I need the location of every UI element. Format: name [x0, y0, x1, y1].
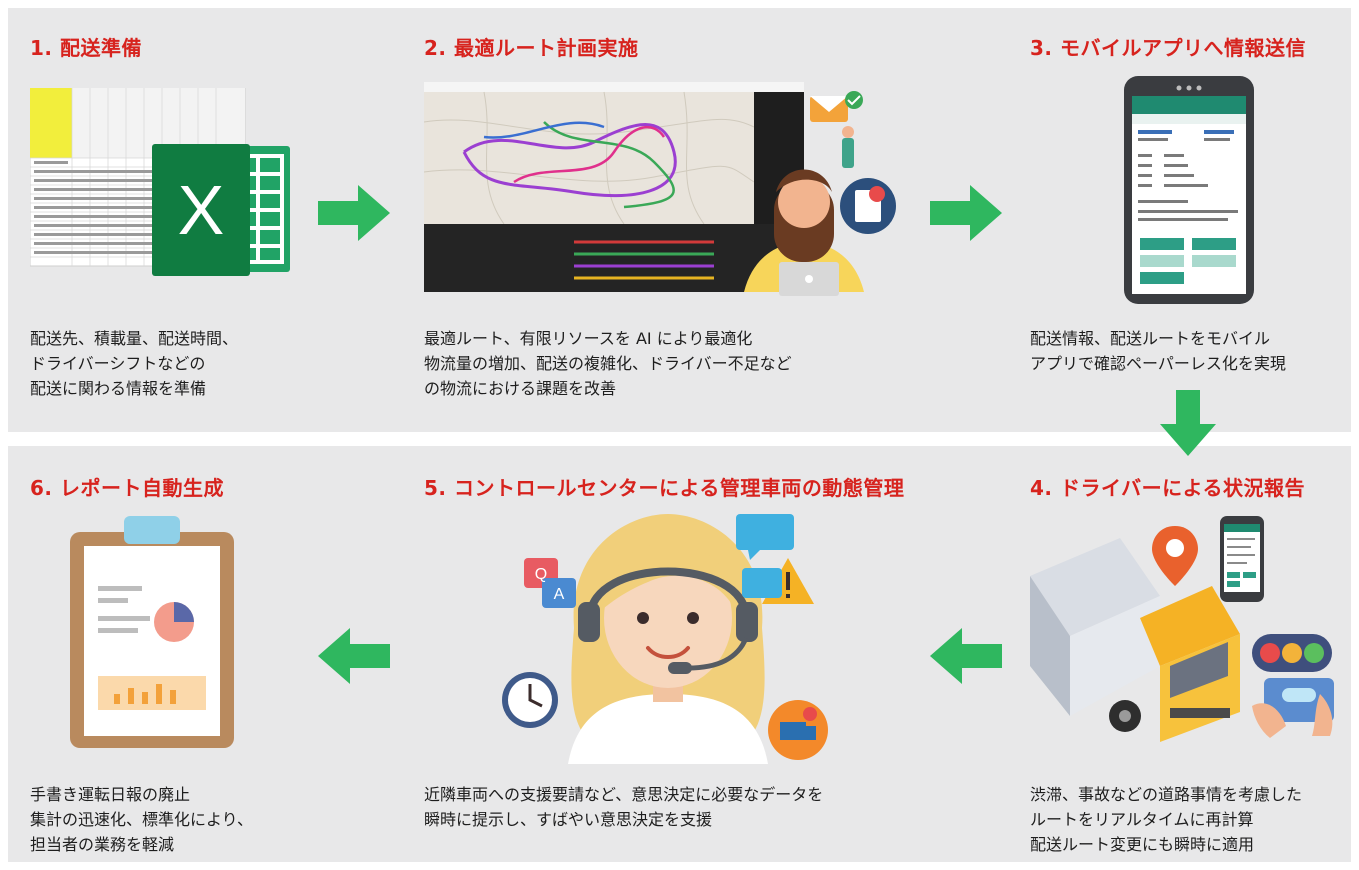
delivery-truck-icon	[1030, 516, 1334, 742]
step-2-line: 物流量の増加、配送の複雑化、ドライバー不足など	[424, 354, 792, 373]
step-3-line: アプリで確認ペーパーレス化を実現	[1030, 354, 1286, 373]
step-4-line: 配送ルート変更にも瞬時に適用	[1030, 835, 1255, 854]
step-5-line: 近隣車両への支援要請など、意思決定に必要なデータを	[424, 785, 824, 804]
arrow-right-icon	[930, 185, 1002, 241]
route-map-dashboard-icon	[424, 82, 896, 296]
arrow-left-icon	[930, 628, 1002, 684]
step-1-line: 配送先、積載量、配送時間、	[30, 329, 239, 348]
svg-text:Q: Q	[535, 566, 547, 583]
step-3-description: 配送情報、配送ルートをモバイル アプリで確認ペーパーレス化を実現	[1030, 326, 1286, 376]
step-4-line: ルートをリアルタイムに再計算	[1030, 810, 1254, 829]
arrow-left-icon	[318, 628, 390, 684]
step-1-line: ドライバーシフトなどの	[30, 354, 206, 373]
step-2-line: の物流における課題を改善	[424, 379, 617, 398]
step-5-title: 5. コントロールセンターによる管理車両の動態管理	[424, 476, 905, 500]
step-3-line: 配送情報、配送ルートをモバイル	[1030, 329, 1271, 348]
step-5-description: 近隣車両への支援要請など、意思決定に必要なデータを 瞬時に提示し、すばやい意思決…	[424, 782, 823, 832]
step-6-line: 集計の迅速化、標準化により、	[30, 810, 254, 829]
step-4-line: 渋滞、事故などの道路事情を考慮した	[1030, 785, 1303, 804]
step-3-title: 3. モバイルアプリへ情報送信	[1030, 36, 1306, 60]
step-1-line: 配送に関わる情報を準備	[30, 379, 207, 398]
step-2-description: 最適ルート、有限リソースを AI により最適化 物流量の増加、配送の複雑化、ドラ…	[424, 326, 792, 401]
step-6-title: 6. レポート自動生成	[30, 476, 224, 500]
step-5-line: 瞬時に提示し、すばやい意思決定を支援	[424, 810, 713, 829]
step-6-line: 担当者の業務を軽減	[30, 835, 175, 854]
step-6-description: 手書き運転日報の廃止 集計の迅速化、標準化により、 担当者の業務を軽減	[30, 782, 253, 857]
svg-text:A: A	[554, 586, 565, 603]
report-clipboard-icon	[70, 516, 234, 748]
arrow-down-icon	[1160, 390, 1216, 456]
mobile-app-icon	[1124, 76, 1254, 304]
step-2-title: 2. 最適ルート計画実施	[424, 36, 639, 60]
excel-spreadsheet-icon: X	[30, 88, 290, 276]
step-4-description: 渋滞、事故などの道路事情を考慮した ルートをリアルタイムに再計算 配送ルート変更…	[1030, 782, 1302, 857]
step-1-description: 配送先、積載量、配送時間、 ドライバーシフトなどの 配送に関わる情報を準備	[30, 326, 238, 401]
step-6-line: 手書き運転日報の廃止	[30, 785, 191, 804]
step-1-title: 1. 配送準備	[30, 36, 142, 60]
operator-headset-icon: Q A	[502, 514, 828, 764]
step-4-title: 4. ドライバーによる状況報告	[1030, 476, 1305, 500]
step-2-line: 最適ルート、有限リソースを AI により最適化	[424, 329, 753, 348]
arrow-right-icon	[318, 185, 390, 241]
svg-text:X: X	[178, 171, 225, 249]
